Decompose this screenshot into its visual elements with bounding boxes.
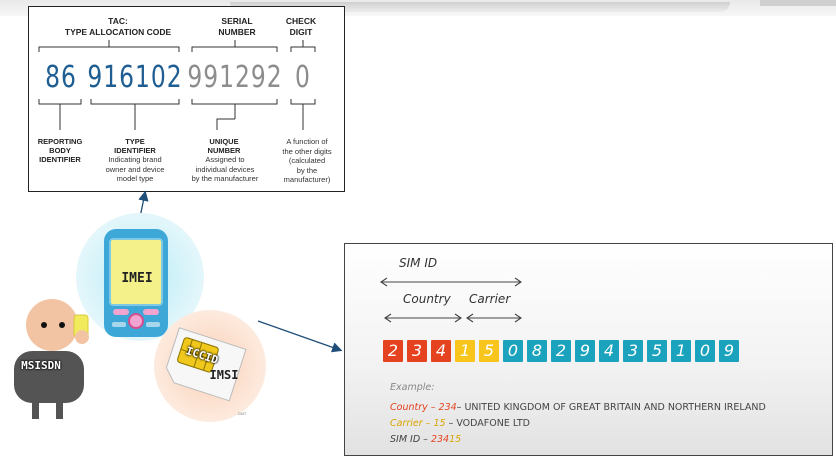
- unique-number-label: UNIQUE NUMBER: [207, 137, 241, 155]
- bracket-arrows: [380, 277, 522, 323]
- serial-digit: 5: [647, 340, 667, 362]
- serial-digit: 0: [695, 340, 715, 362]
- reporting-body-label: REPORTING BODY IDENTIFIER: [37, 137, 83, 164]
- simid-example-country: 234: [430, 434, 450, 445]
- device-illustration: [14, 213, 266, 422]
- reporting-body-digits: 86: [45, 60, 77, 96]
- imei-brackets: [38, 40, 316, 130]
- tac-header: TAC: TYPE ALLOCATION CODE: [64, 16, 172, 37]
- sim-id-digit-row: 2 3 4 1 5 0 8 2 9 4 3 5 1 0 9: [383, 340, 739, 362]
- serial-digit: 4: [599, 340, 619, 362]
- carrier-example-key: Carrier – 15: [390, 418, 446, 429]
- sim-imsi-label: IMSI: [209, 368, 239, 382]
- serial-digit: 9: [575, 340, 595, 362]
- unique-number-desc: Assigned to individual devices by the ma…: [191, 155, 259, 183]
- simid-example-key: SIM ID –: [390, 434, 431, 445]
- example-label: Example:: [390, 382, 435, 393]
- type-identifier-label: TYPE IDENTIFIER: [114, 137, 156, 155]
- serial-digit: 3: [623, 340, 643, 362]
- serial-digit: 8: [527, 340, 547, 362]
- carrier-example-line: Carrier – 15 – VODAFONE LTD: [390, 418, 530, 429]
- type-identifier-digits: 916102: [87, 60, 183, 96]
- sim-card-icon: [165, 327, 247, 402]
- check-header: CHECK DIGIT: [285, 16, 317, 37]
- country-digit: 2: [383, 340, 403, 362]
- country-digit: 4: [431, 340, 451, 362]
- sim-id-panel: SIM ID Country Carrier 2 3 4 1 5 0 8 2 9…: [344, 243, 833, 456]
- serial-digit: 1: [671, 340, 691, 362]
- serial-digit: 9: [719, 340, 739, 362]
- check-digit: 0: [295, 60, 311, 96]
- simid-example-carrier: 15: [449, 434, 462, 445]
- phone-imei-label: IMEI: [121, 271, 153, 286]
- serial-header: SERIAL NUMBER: [218, 16, 256, 37]
- carrier-digit: 1: [455, 340, 475, 362]
- sim-id-label: SIM ID: [399, 256, 438, 270]
- imei-structure-diagram: TAC: TYPE ALLOCATION CODE SERIAL NUMBER …: [28, 6, 345, 192]
- country-example-line: Country – 234– UNITED KINGDOM OF GREAT B…: [390, 402, 766, 413]
- country-example-key: Country – 234: [390, 402, 457, 413]
- serial-number-digits: 991292: [187, 60, 283, 96]
- country-example-value: – UNITED KINGDOM OF GREAT BRITAIN AND NO…: [456, 402, 766, 413]
- person-avatar: [14, 299, 89, 419]
- carrier-example-value: – VODAFONE LTD: [445, 418, 530, 429]
- sim-to-panel-arrow: [257, 320, 343, 353]
- type-identifier-desc: Indicating brand owner and device model …: [105, 155, 165, 183]
- phone-icon: [104, 229, 168, 337]
- serial-digit: 2: [551, 340, 571, 362]
- person-msisdn-label: MSISDN: [21, 359, 61, 372]
- country-label: Country: [403, 292, 451, 306]
- watermark-text: CMT: [237, 411, 247, 416]
- simid-example-line: SIM ID – 23415: [390, 434, 461, 445]
- serial-digit: 0: [503, 340, 523, 362]
- carrier-digit: 5: [479, 340, 499, 362]
- country-digit: 3: [407, 340, 427, 362]
- check-digit-desc: A function of the other digits (calculat…: [282, 137, 332, 184]
- carrier-label: Carrier: [469, 292, 511, 306]
